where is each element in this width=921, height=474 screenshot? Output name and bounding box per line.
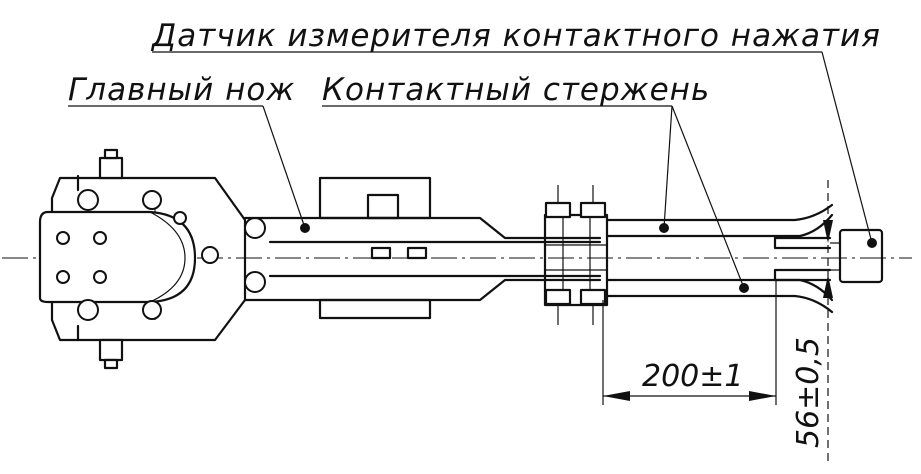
label-sensor: Датчик измерителя контактного нажатия: [150, 18, 881, 244]
pressure-sensor: [830, 228, 884, 284]
length-dimension-text: 200±1: [642, 359, 743, 394]
contact-rod-label: Контактный стержень: [322, 72, 710, 108]
gap-dimension-text: 56±0,5: [791, 337, 826, 448]
clamp-head: [38, 148, 266, 370]
label-main-blade: Главный нож: [68, 72, 310, 233]
main-blade-label: Главный нож: [68, 72, 295, 108]
dimension-length: 200±1: [602, 280, 777, 405]
dimension-gap: 56±0,5: [791, 180, 833, 462]
sensor-label: Датчик измерителя контактного нажатия: [150, 18, 881, 54]
rod-clamp: [543, 185, 609, 325]
label-contact-rod: Контактный стержень: [322, 72, 745, 289]
